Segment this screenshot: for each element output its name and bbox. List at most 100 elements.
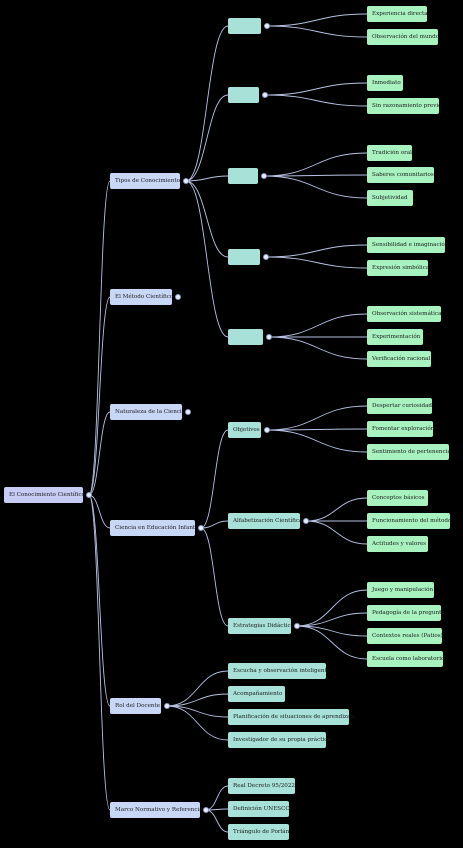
topic-collapse-toggle[interactable] (264, 23, 270, 29)
leaf-node[interactable]: Funcionamiento del método (367, 513, 451, 529)
branch-node[interactable]: Rol del Docente (110, 698, 161, 714)
link-topic-to-leaf (266, 429, 368, 453)
leaf-node[interactable]: Expresión simbólica (367, 260, 429, 276)
link-branch-to-topic (185, 180, 229, 258)
leaf-node[interactable]: Experimentación (367, 329, 423, 345)
topic-node[interactable] (228, 168, 258, 184)
topic-node[interactable]: Real Decreto 95/2022 (228, 778, 295, 794)
link-branch-to-topic (200, 520, 229, 529)
link-topic-to-leaf (266, 428, 368, 431)
leaf-node[interactable]: Observación del mundo (367, 29, 439, 45)
link-topic-to-leaf (266, 405, 368, 431)
leaf-node[interactable]: Tradición oral (367, 145, 412, 161)
link-topic-to-leaf (296, 612, 368, 627)
leaf-node[interactable]: Despertar curiosidad (367, 398, 432, 414)
branch-node[interactable]: Naturaleza de la Ciencia (110, 404, 185, 420)
link-branch-to-topic (185, 175, 229, 182)
topic-collapse-toggle[interactable] (263, 254, 269, 260)
leaf-node[interactable]: Saberes comunitarios (367, 167, 434, 183)
root-node[interactable]: El Conocimiento Científico (4, 487, 85, 503)
topic-node[interactable] (228, 249, 260, 265)
link-topic-to-leaf (263, 174, 368, 177)
leaf-node[interactable]: Experiencia directa (367, 6, 428, 22)
topic-node[interactable]: Acompañamiento (228, 686, 285, 702)
topic-node[interactable]: Triángulo de Porlán (228, 824, 289, 840)
leaf-node[interactable]: Actitudes y valores (367, 536, 428, 552)
link-root-to-branch (88, 494, 111, 811)
link-topic-to-leaf (305, 497, 368, 522)
link-root-to-branch (88, 494, 111, 529)
branch-collapse-toggle[interactable] (198, 525, 204, 531)
link-branch-to-topic (166, 693, 229, 707)
link-topic-to-leaf (296, 589, 368, 627)
branch-node[interactable]: Ciencia en Educación Infantil (110, 520, 199, 536)
link-root-to-branch (88, 180, 111, 496)
leaf-node[interactable]: Sin razonamiento previo (367, 98, 442, 114)
link-topic-to-leaf (305, 520, 368, 545)
topic-node[interactable] (228, 18, 261, 34)
link-branch-to-topic (166, 705, 229, 741)
topic-node[interactable]: Escucha y observación inteligente (228, 663, 330, 679)
leaf-node[interactable]: Escuela como laboratorio (367, 651, 444, 667)
topic-collapse-toggle[interactable] (294, 623, 300, 629)
topic-node[interactable]: Estrategias Didácticas (228, 618, 297, 634)
branch-node[interactable]: El Método Científico (110, 289, 173, 305)
link-topic-to-leaf (265, 256, 368, 269)
link-root-to-branch (88, 296, 111, 496)
branch-collapse-toggle[interactable] (203, 807, 209, 813)
leaf-node[interactable]: Inmediato (367, 75, 403, 91)
link-topic-to-leaf (263, 152, 368, 177)
leaf-node[interactable]: Fomentar exploración (367, 421, 434, 437)
topic-collapse-toggle[interactable] (266, 334, 272, 340)
topic-collapse-toggle[interactable] (262, 92, 268, 98)
link-topic-to-leaf (263, 175, 368, 199)
leaf-node[interactable]: Conceptos básicos (367, 490, 428, 506)
topic-node[interactable]: Definición UNESCO (228, 801, 290, 817)
topic-node[interactable] (228, 87, 259, 103)
topic-collapse-toggle[interactable] (264, 427, 270, 433)
topic-collapse-toggle[interactable] (261, 173, 267, 179)
branch-collapse-toggle[interactable] (175, 294, 181, 300)
link-topic-to-leaf (264, 82, 368, 96)
leaf-node[interactable]: Juego y manipulación (367, 582, 434, 598)
link-topic-to-leaf (266, 25, 368, 38)
link-topic-to-leaf (296, 625, 368, 660)
link-topic-to-leaf (264, 94, 368, 107)
link-topic-to-leaf (265, 244, 368, 258)
topic-node[interactable]: Alfabetización Científica (228, 513, 302, 529)
link-topic-to-leaf (268, 313, 368, 338)
link-branch-to-topic (185, 94, 229, 182)
branch-collapse-toggle[interactable] (185, 409, 191, 415)
leaf-node[interactable]: Verificación racional (367, 351, 431, 367)
link-branch-to-topic (205, 809, 229, 833)
leaf-node[interactable]: Sensibilidad e imaginación (367, 237, 448, 253)
link-topic-to-leaf (296, 625, 368, 637)
link-branch-to-topic (200, 527, 229, 627)
link-root-to-branch (88, 494, 111, 707)
link-branch-to-topic (166, 670, 229, 707)
branch-node[interactable]: Tipos de Conocimiento (110, 173, 180, 189)
link-topic-to-leaf (266, 13, 368, 27)
branch-collapse-toggle[interactable] (183, 178, 189, 184)
topic-node[interactable]: Investigador de su propia práctica (228, 732, 331, 748)
leaf-node[interactable]: Contextos reales (Patios) (367, 628, 443, 644)
leaf-node[interactable]: Sentimiento de pertenencia (367, 444, 451, 460)
topic-node[interactable]: Objetivos (228, 422, 261, 438)
topic-node[interactable] (228, 329, 263, 345)
leaf-node[interactable]: Pedagogía de la pregunta (367, 605, 445, 621)
link-branch-to-topic (166, 705, 229, 718)
link-branch-to-topic (200, 429, 229, 529)
branch-collapse-toggle[interactable] (164, 703, 170, 709)
topic-collapse-toggle[interactable] (303, 518, 309, 524)
leaf-node[interactable]: Observación sistemática (367, 306, 441, 322)
leaf-node[interactable]: Subjetividad (367, 190, 413, 206)
branch-node[interactable]: Marco Normativo y Referencias (110, 802, 206, 818)
topic-node[interactable]: Planificación de situaciones de aprendiz… (228, 709, 355, 725)
link-root-to-branch (88, 411, 111, 496)
link-branch-to-topic (185, 25, 229, 182)
link-branch-to-topic (185, 180, 229, 338)
root-collapse-toggle[interactable] (86, 492, 92, 498)
link-topic-to-leaf (268, 336, 368, 360)
